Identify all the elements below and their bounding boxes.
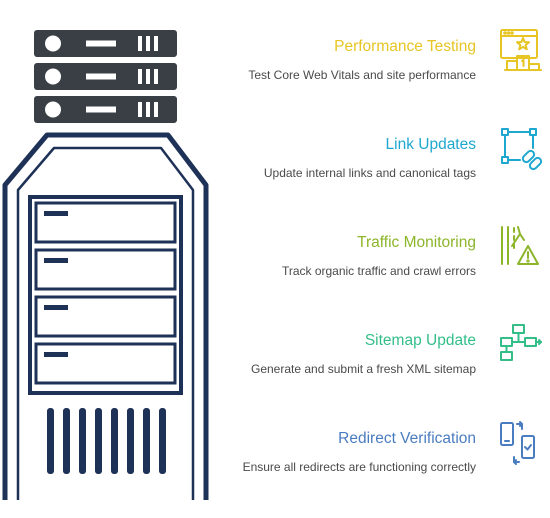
step-sitemap-update: Sitemap Update Generate and submit a fre… (215, 322, 550, 420)
vent-slots (47, 408, 166, 474)
step-description: Ensure all redirects are functioning cor… (242, 460, 476, 474)
drive-bays (34, 201, 177, 385)
performance-ranking-icon (498, 28, 544, 74)
rack-unit-2 (34, 63, 177, 90)
step-title: Redirect Verification (338, 430, 476, 447)
step-description: Update internal links and canonical tags (263, 166, 476, 180)
step-description: Generate and submit a fresh XML sitemap (251, 362, 476, 376)
server-tower (2, 132, 209, 500)
link-frame-icon (498, 126, 544, 172)
step-title: Link Updates (385, 136, 476, 153)
step-redirect-verification: Redirect Verification Ensure all redirec… (215, 420, 550, 518)
rack-unit-1 (34, 30, 177, 57)
sitemap-icon (498, 322, 544, 368)
step-traffic-monitoring: Traffic Monitoring Track organic traffic… (215, 224, 550, 322)
step-link-updates: Link Updates Update internal links and c… (215, 126, 550, 224)
step-description: Test Core Web Vitals and site performanc… (248, 68, 476, 82)
step-title: Sitemap Update (364, 332, 476, 349)
rack-unit-3 (34, 96, 177, 123)
step-description: Track organic traffic and crawl errors (281, 264, 476, 278)
step-performance-testing: Performance Testing Test Core Web Vitals… (215, 28, 550, 126)
road-warning-icon (498, 224, 544, 270)
step-title: Traffic Monitoring (357, 234, 476, 251)
step-title: Performance Testing (334, 38, 476, 55)
server-illustration (2, 30, 209, 500)
redirect-devices-icon (498, 420, 544, 466)
